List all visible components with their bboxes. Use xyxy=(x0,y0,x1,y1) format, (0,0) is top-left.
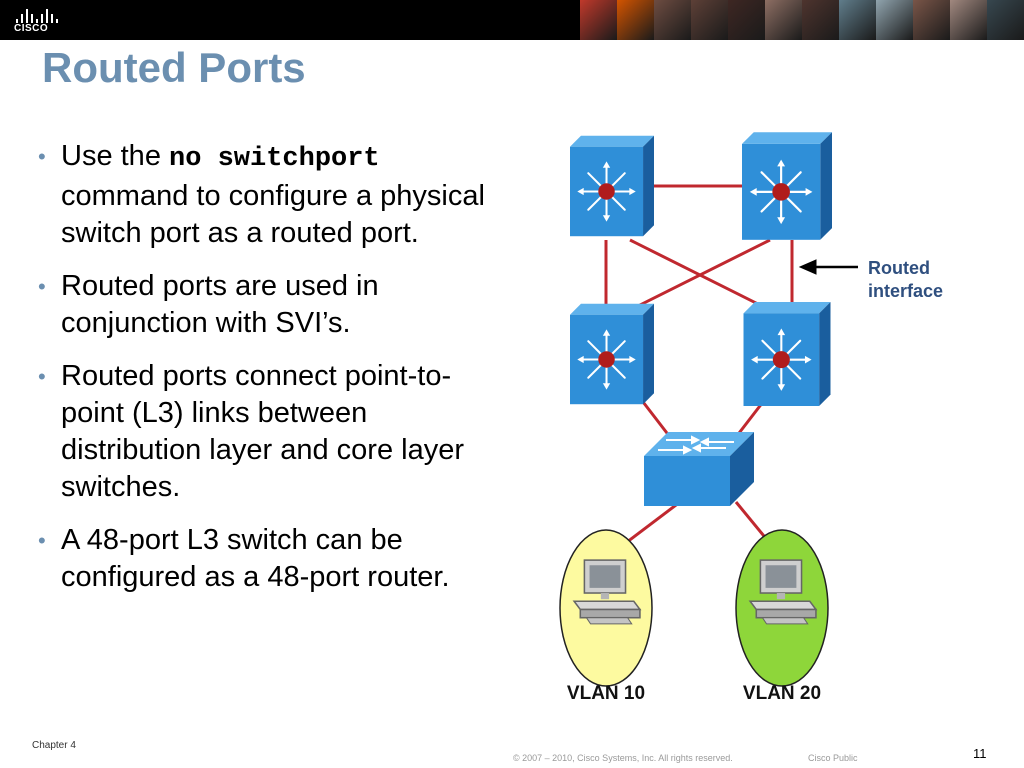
header-photo xyxy=(765,0,802,40)
network-diagram: Routed interface VLAN 10 VLAN 20 xyxy=(559,132,943,704)
header-photo xyxy=(950,0,987,40)
header-photo xyxy=(876,0,913,40)
slide-title: Routed Ports xyxy=(42,44,306,91)
bullet-dot-icon: • xyxy=(38,364,46,389)
bullet-dot-icon: • xyxy=(38,274,46,299)
header-photo xyxy=(802,0,839,40)
command-code: no switchport xyxy=(169,144,380,174)
cisco-logo-bars-icon xyxy=(16,7,58,23)
copyright-notice: © 2007 – 2010, Cisco Systems, Inc. All r… xyxy=(513,753,733,763)
bullet-item: • Routed ports connect point-to-point (L3… xyxy=(38,358,488,506)
header-bar: CISCO xyxy=(0,0,1024,40)
page-number: 11 xyxy=(973,746,987,761)
bullet-text: Routed ports are used in conjunction wit… xyxy=(61,270,379,339)
vlan20-label: VLAN 20 xyxy=(743,683,821,704)
dist-switch-right-icon xyxy=(742,302,832,406)
cisco-logo: CISCO xyxy=(10,4,70,36)
callout-label-line1: Routed xyxy=(868,258,930,278)
bullet-dot-icon: • xyxy=(38,144,46,169)
bullet-dot-icon: • xyxy=(38,528,46,553)
bullet-text-post: command to configure a physical switch p… xyxy=(61,180,485,249)
bullet-item: • Routed ports are used in conjunction wi… xyxy=(38,268,488,342)
callout-arrow-icon xyxy=(798,259,858,275)
header-photo xyxy=(913,0,950,40)
bullet-text: A 48-port L3 switch can be configured as… xyxy=(61,524,450,593)
callout-label-line2: interface xyxy=(868,281,943,301)
header-photo xyxy=(987,0,1024,40)
bullet-item: • A 48-port L3 switch can be configured a… xyxy=(38,522,488,596)
classification-label: Cisco Public xyxy=(808,753,858,763)
bullet-list: • Use the no switchport command to config… xyxy=(38,138,488,612)
cisco-logo-text: CISCO xyxy=(14,23,49,34)
chapter-label: Chapter 4 xyxy=(32,740,76,751)
photo-strip xyxy=(580,0,1024,40)
bullet-text: Routed ports connect point-to-point (L3)… xyxy=(61,360,464,503)
header-photo xyxy=(617,0,654,40)
header-photo xyxy=(728,0,765,40)
bullet-text-pre: Use the xyxy=(61,140,169,172)
header-photo xyxy=(580,0,617,40)
link-cross-b xyxy=(629,238,771,312)
header-photo xyxy=(691,0,728,40)
header-photo xyxy=(839,0,876,40)
vlan10-label: VLAN 10 xyxy=(567,683,645,704)
core-switch-left-icon xyxy=(570,134,654,238)
header-photo xyxy=(654,0,691,40)
dist-switch-left-icon xyxy=(570,302,654,406)
core-switch-right-icon xyxy=(742,132,832,240)
bullet-item: • Use the no switchport command to config… xyxy=(38,138,488,252)
access-switch-icon xyxy=(644,432,754,506)
